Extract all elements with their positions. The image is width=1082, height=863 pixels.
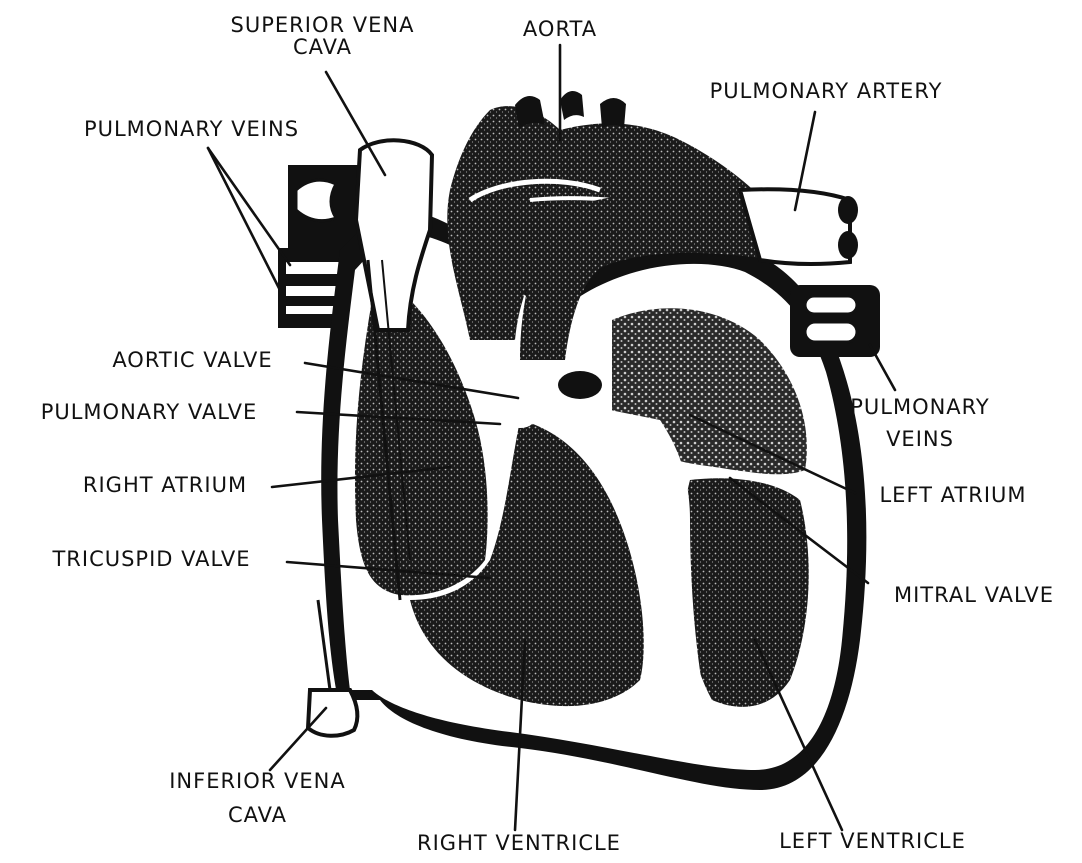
label-pulmonary-valve: PULMONARY VALVE [4, 401, 294, 423]
leader-inferior-vena-cava [270, 708, 326, 770]
leader-pulmonary-veins-left-a [208, 148, 290, 265]
label-pulmonary-veins-right-line-1: PULMONARY [820, 396, 1020, 418]
label-superior-vena-cava: SUPERIOR VENA CAVA [205, 14, 440, 58]
label-right-ventricle: RIGHT VENTRICLE [388, 832, 650, 854]
leader-pulmonary-veins-left-b [208, 148, 285, 300]
label-pulmonary-veins-right-line-2: VEINS [820, 428, 1020, 450]
label-left-atrium: LEFT ATRIUM [848, 484, 1058, 506]
pulmonary-veins-right-shape [790, 285, 880, 357]
label-tricuspid-valve: TRICUSPID VALVE [14, 548, 289, 570]
label-inferior-vena-cava: INFERIOR VENA CAVA [140, 770, 375, 826]
label-superior-vena-cava-line-1: SUPERIOR VENA [205, 14, 440, 36]
left-ventricle-shape [682, 478, 809, 707]
label-inferior-vena-cava-line-2: CAVA [140, 804, 375, 826]
label-pulmonary-veins-left: PULMONARY VEINS [54, 118, 329, 140]
label-aortic-valve: AORTIC VALVE [80, 349, 305, 371]
label-right-atrium: RIGHT ATRIUM [55, 474, 275, 496]
label-inferior-vena-cava-line-1: INFERIOR VENA [140, 770, 375, 792]
label-pulmonary-veins-right: PULMONARY VEINS [820, 396, 1020, 450]
inferior-vena-cava-shape [308, 690, 357, 736]
label-left-ventricle: LEFT VENTRICLE [745, 830, 1000, 852]
leader-pulmonary-veins-right [870, 345, 895, 390]
label-mitral-valve: MITRAL VALVE [866, 584, 1082, 606]
label-superior-vena-cava-line-2: CAVA [205, 36, 440, 58]
label-pulmonary-artery: PULMONARY ARTERY [676, 80, 976, 102]
leader-superior-vena-cava [326, 72, 385, 175]
label-aorta: AORTA [505, 18, 615, 40]
